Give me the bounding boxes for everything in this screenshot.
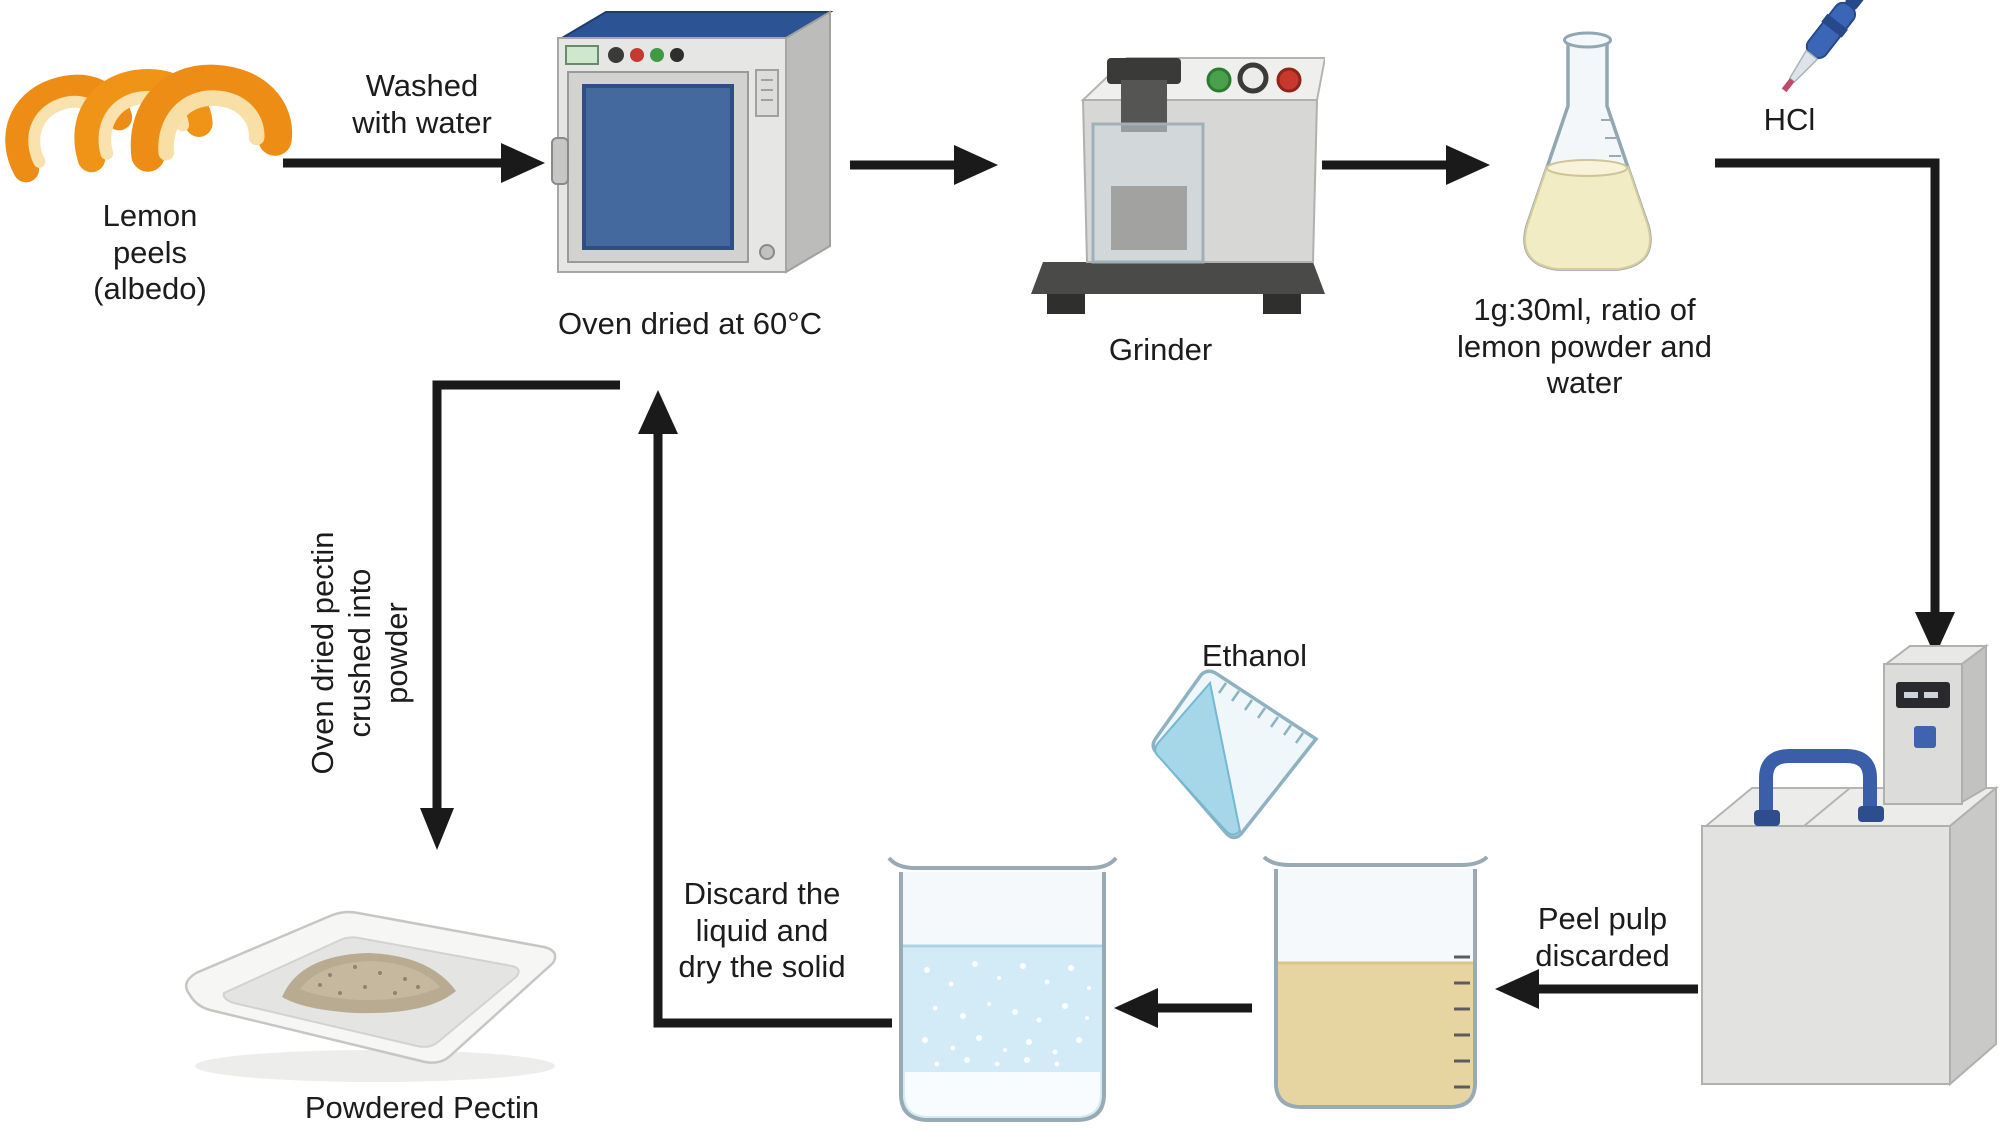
grinder-icon <box>995 28 1327 333</box>
hcl-label: HCl <box>1763 102 1816 137</box>
arrow-grinder-to-flask <box>1322 142 1490 193</box>
weighing-boat-icon <box>160 903 570 1098</box>
discard-label: Discard the liquid and dry the solid <box>678 876 846 985</box>
water-bath-icon <box>1700 630 2000 1105</box>
ethanol-cup-icon <box>1122 665 1337 860</box>
oven-label: Oven dried at 60°C <box>558 306 822 341</box>
oven-icon <box>540 8 840 303</box>
powdered-pectin-label: Powdered Pectin <box>304 1090 540 1125</box>
lemon-peels-label: Lemon peels (albedo) <box>93 198 207 307</box>
lemon-peels-icon <box>0 35 320 215</box>
grinder-label: Grinder <box>1108 332 1213 367</box>
washed-with-water-label: Washed with water <box>352 68 492 140</box>
arrow-hcl-to-water-bath <box>1715 140 1960 670</box>
arrow-oven-to-grinder <box>850 142 998 193</box>
arrow-extract-to-precipitate <box>1112 985 1254 1036</box>
micropipette-icon <box>1680 0 1865 110</box>
crush-label: Oven dried pectin crushed into powder <box>305 531 415 775</box>
arrow-peels-to-oven <box>283 140 545 191</box>
arrow-oven-to-powder <box>420 368 630 873</box>
arrow-precipitate-to-oven <box>630 378 900 1051</box>
erlenmeyer-flask-icon <box>1505 28 1670 293</box>
flask-ratio-label: 1g:30ml, ratio of lemon powder and water <box>1456 292 1713 401</box>
precipitate-beaker-icon <box>885 848 1120 1132</box>
peel-pulp-label: Peel pulp discarded <box>1535 901 1670 973</box>
extract-beaker-icon <box>1258 845 1493 1125</box>
ethanol-label: Ethanol <box>1201 638 1308 673</box>
arrow-bath-to-extract-beaker <box>1493 966 1700 1017</box>
